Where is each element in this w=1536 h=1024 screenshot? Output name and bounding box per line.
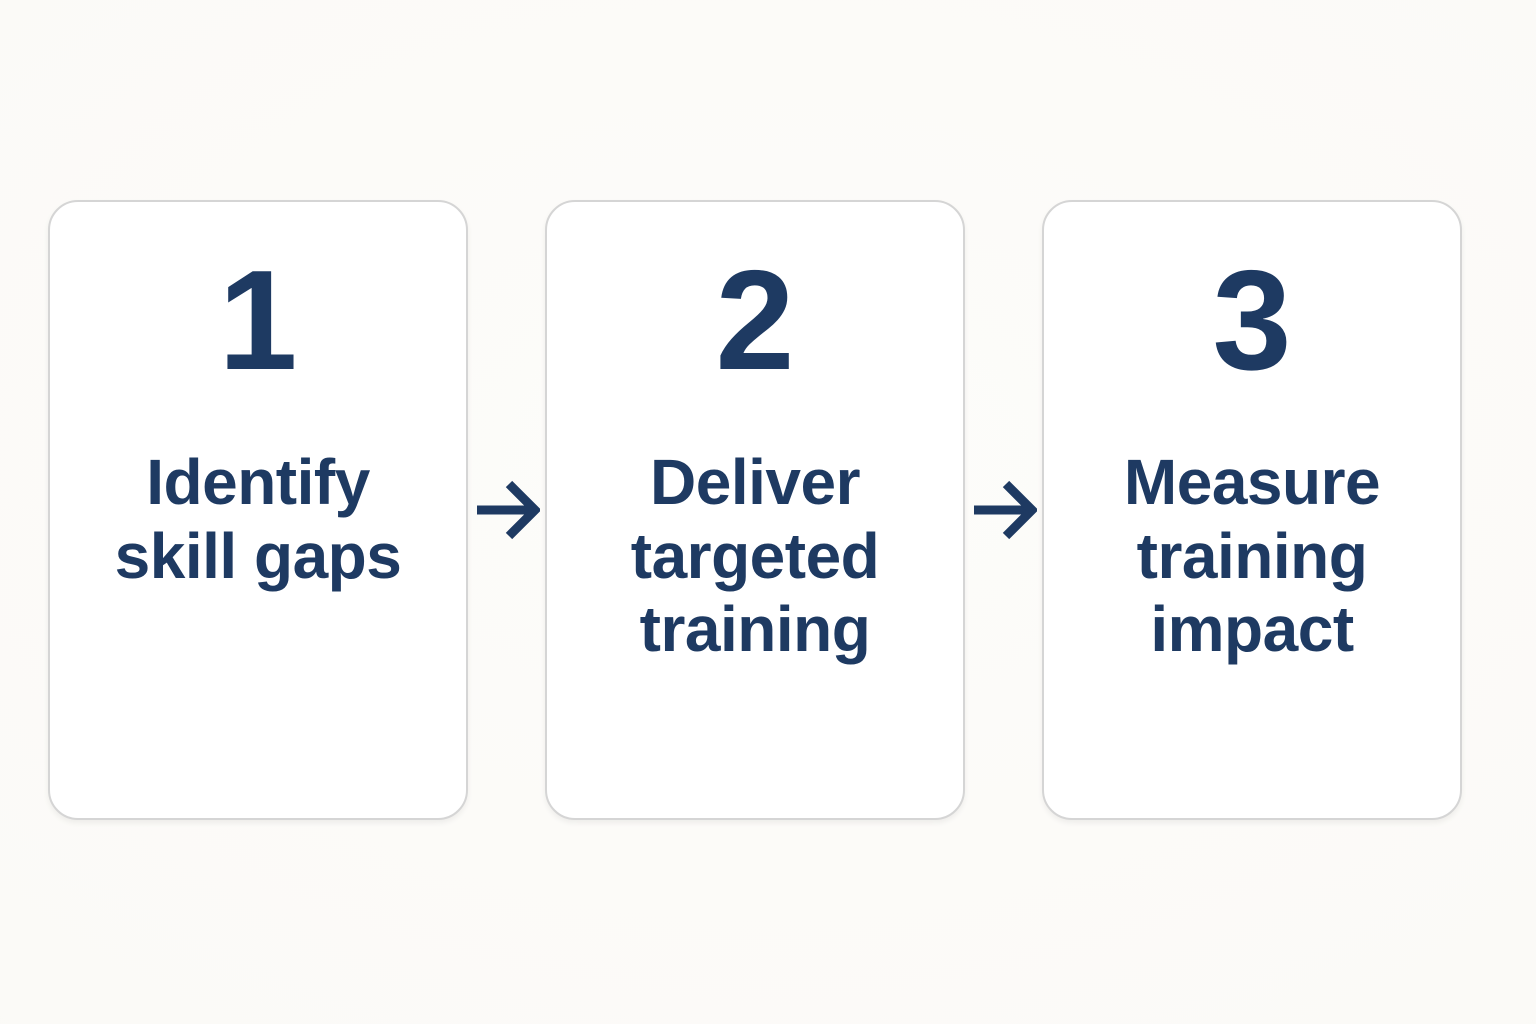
step-number: 2	[715, 241, 795, 400]
step-title-line: Deliver	[650, 446, 860, 518]
arrow-right-icon	[973, 480, 1037, 540]
flow-arrow-2	[965, 200, 1042, 820]
flow-arrow-1	[468, 200, 545, 820]
step-card-3: 3 Measure training impact	[1042, 200, 1462, 820]
step-card-2: 2 Deliver targeted training	[545, 200, 965, 820]
step-title-line: Identify	[146, 446, 370, 518]
step-number: 3	[1212, 241, 1292, 400]
step-title: Measure training impact	[1123, 446, 1381, 667]
step-title-line: skill gaps	[114, 519, 402, 592]
step-title-line: targeted	[630, 519, 880, 592]
step-title-line: impact	[1150, 593, 1354, 666]
process-flow: 1 Identify skill gaps 2 Deliver targeted…	[48, 200, 1462, 820]
step-title-line: Measure	[1123, 446, 1381, 518]
arrow-right-icon	[476, 480, 540, 540]
step-title-line: training	[1136, 519, 1368, 592]
step-card-1: 1 Identify skill gaps	[48, 200, 468, 820]
step-title: Deliver targeted training	[631, 446, 880, 667]
step-title: Identify skill gaps	[115, 446, 402, 593]
step-number: 1	[218, 241, 298, 400]
step-title-line: training	[639, 593, 871, 666]
